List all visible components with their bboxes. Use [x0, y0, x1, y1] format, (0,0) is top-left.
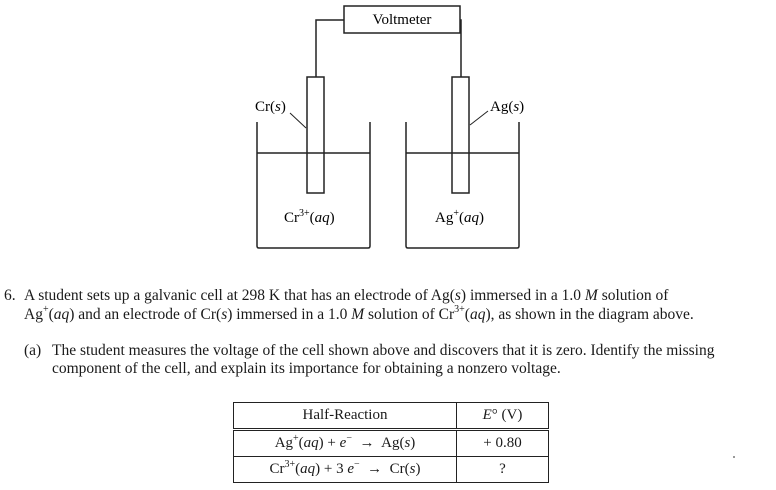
reaction-cr: Cr3+(aq) + 3 e− → Cr(s) — [233, 456, 457, 483]
table-header-row: Half-Reaction E° (V) — [233, 402, 549, 431]
wire-left — [315, 19, 344, 77]
ag-leader-line — [469, 110, 489, 126]
ag-electrode — [451, 76, 470, 194]
cr-electrode — [306, 76, 325, 194]
table-row: Ag+(aq) + e− → Ag(s) + 0.80 — [233, 429, 549, 457]
galvanic-cell-diagram: Voltmeter Cr(s) Ag(s) Cr3+(aq) Ag+(aq) — [255, 5, 524, 249]
header-half-reaction: Half-Reaction — [233, 402, 457, 431]
reaction-ag: Ag+(aq) + e− → Ag(s) — [233, 429, 457, 457]
question-number: 6. — [4, 287, 16, 304]
table-row: Cr3+(aq) + 3 e− → Cr(s) ? — [233, 456, 549, 483]
half-reaction-table: Half-Reaction E° (V) Ag+(aq) + e− → Ag(s… — [233, 402, 549, 483]
voltmeter-box — [343, 5, 461, 34]
cr-leader-line — [289, 112, 307, 129]
ag-solution-label: Ag+(aq) — [435, 208, 484, 226]
part-a-label: (a) — [24, 342, 42, 359]
question-text-line1: A student sets up a galvanic cell at 298… — [24, 287, 669, 304]
stray-dot — [733, 456, 735, 458]
part-a-text-line1: The student measures the voltage of the … — [52, 342, 715, 359]
cr-electrode-label: Cr(s) — [255, 99, 286, 115]
header-potential: E° (V) — [456, 402, 549, 431]
question-text-line2: Ag+(aq) and an electrode of Cr(s) immers… — [24, 303, 694, 323]
ag-electrode-label: Ag(s) — [490, 99, 524, 115]
voltmeter-label: Voltmeter — [373, 12, 432, 28]
potential-cr: ? — [456, 456, 549, 483]
potential-ag: + 0.80 — [456, 429, 549, 457]
part-a-text-line2: component of the cell, and explain its i… — [52, 360, 561, 377]
cr-solution-label: Cr3+(aq) — [284, 208, 335, 226]
left-beaker — [256, 122, 371, 249]
right-beaker — [405, 122, 520, 249]
